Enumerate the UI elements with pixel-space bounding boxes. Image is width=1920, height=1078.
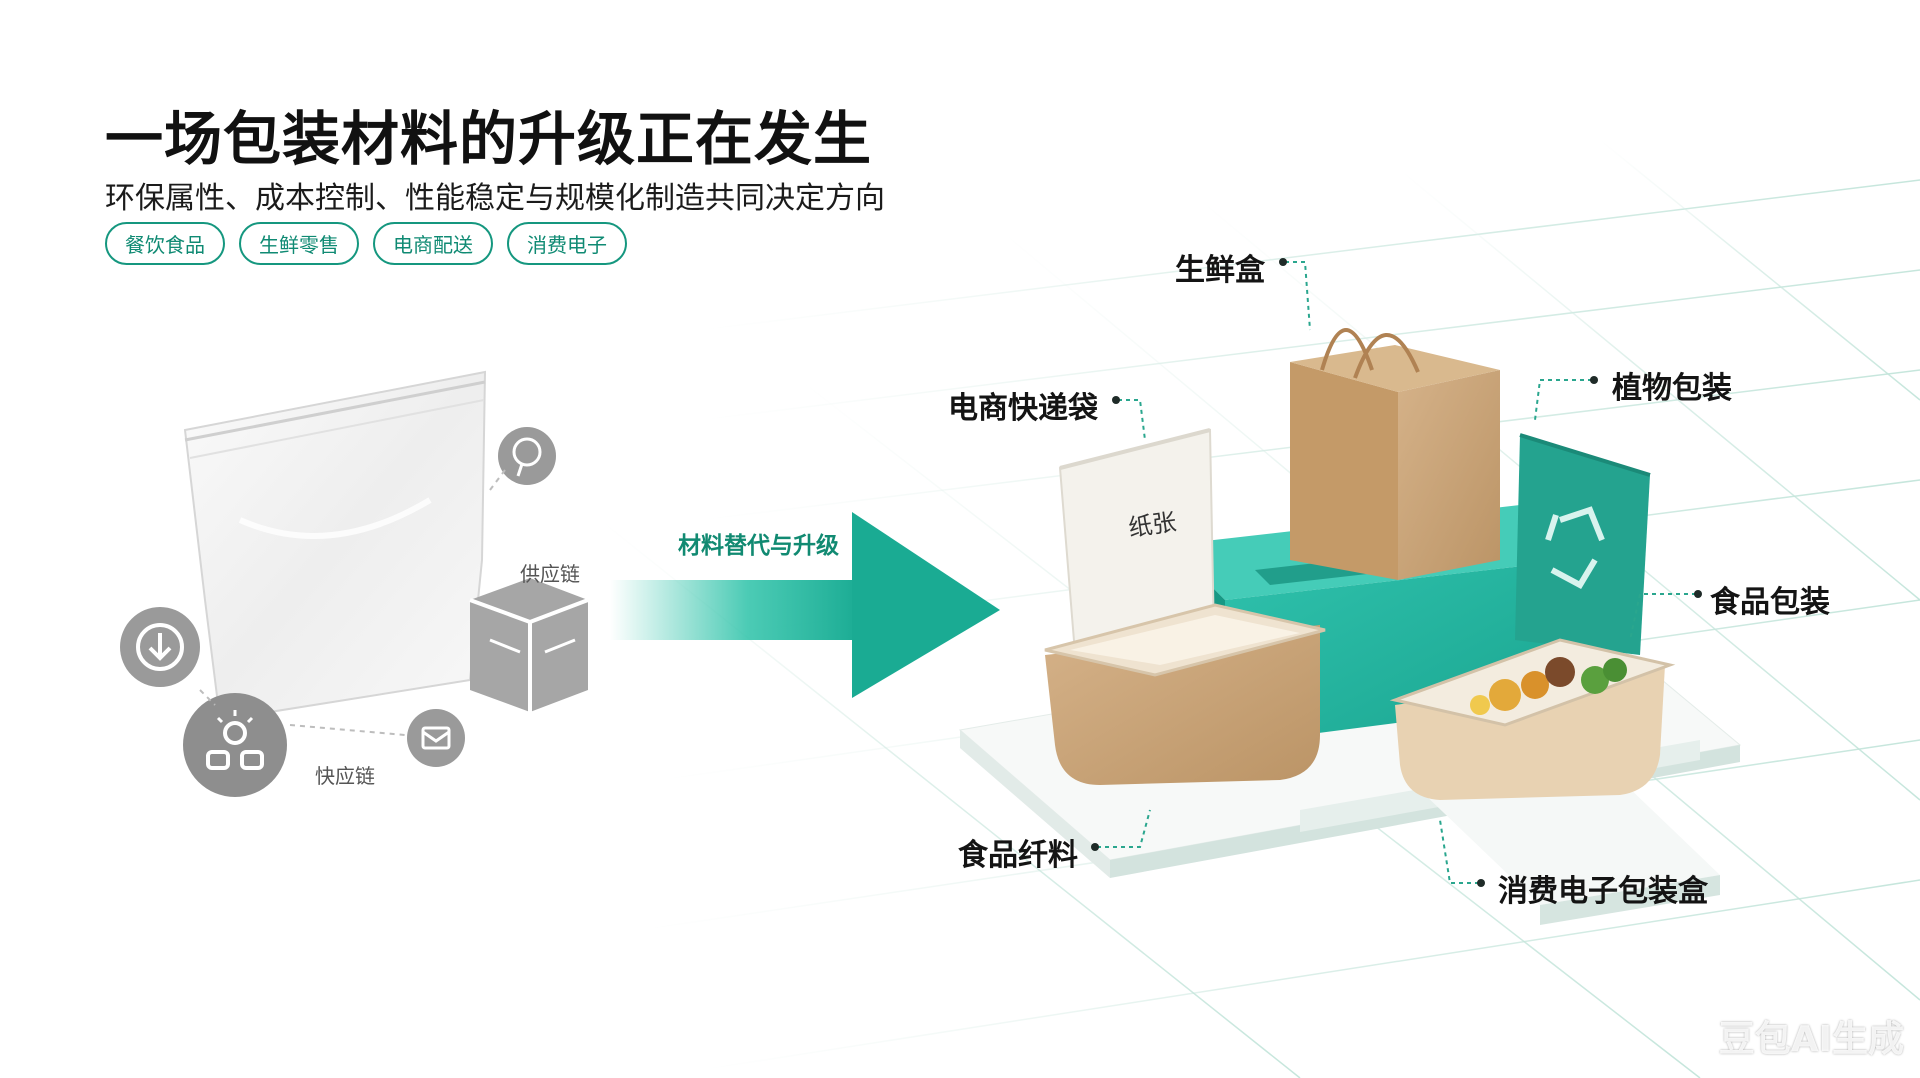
recycle-icon	[1545, 506, 1605, 589]
plastic-bag-icon	[183, 370, 487, 722]
supply-chain-label-top: 供应链	[520, 562, 580, 586]
page-subtitle: 环保属性、成本控制、性能稳定与规模化制造共同决定方向	[105, 181, 885, 216]
tag-list: 餐饮食品 生鲜零售 电商配送 消费电子	[105, 222, 627, 265]
label-ecommerce-bag: 电商快递袋	[948, 391, 1098, 426]
kraft-food-container	[1044, 603, 1326, 785]
upgrade-arrow	[610, 512, 1000, 698]
page-title: 一场包装材料的升级正在发生	[105, 105, 873, 173]
arrow-label: 材料替代与升级	[678, 533, 839, 559]
download-icon	[120, 607, 200, 687]
green-pouch	[1515, 433, 1651, 655]
tag-consumer-electronics[interactable]: 消费电子	[507, 222, 627, 265]
label-food-packaging: 食品包装	[1710, 585, 1830, 620]
connector-lines	[199, 469, 506, 736]
tag-fresh-retail[interactable]: 生鲜零售	[239, 222, 359, 265]
food-tray	[1389, 638, 1676, 800]
label-electronics-box: 消费电子包装盒	[1498, 874, 1708, 909]
watermark: 豆包AI生成	[1718, 1019, 1904, 1060]
mail-icon	[407, 709, 465, 767]
tag-food-dining[interactable]: 餐饮食品	[105, 222, 225, 265]
label-plant-packaging: 植物包装	[1612, 371, 1732, 406]
label-dots	[1091, 258, 1702, 887]
label-leaders	[1097, 261, 1696, 884]
supply-chain-icon	[183, 693, 287, 797]
tag-ecommerce-delivery[interactable]: 电商配送	[373, 222, 493, 265]
supply-chain-label-bottom: 快应链	[315, 764, 375, 788]
kraft-paper-bag	[1290, 328, 1500, 580]
speech-icon	[498, 427, 556, 485]
paper-pouch-text: 纸张	[1126, 507, 1179, 543]
boxes-icon	[469, 578, 589, 712]
label-food-fiber: 食品纤料	[958, 838, 1078, 873]
label-fresh-box: 生鲜盒	[1175, 253, 1265, 288]
